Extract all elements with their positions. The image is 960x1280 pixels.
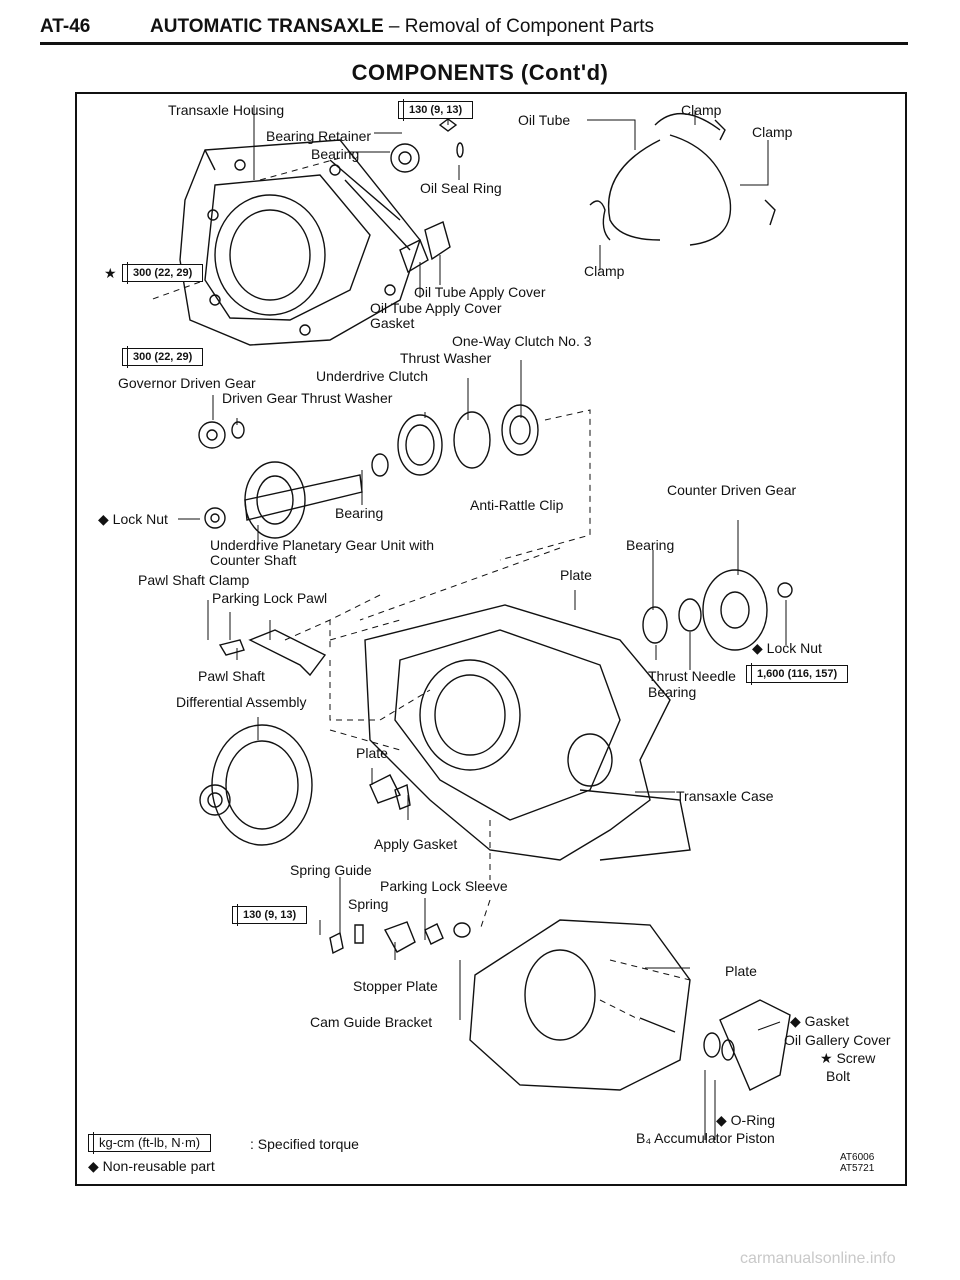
illustration-code: AT5721: [840, 1163, 875, 1174]
label-apply-cover-gasket: Oil Tube Apply Cover: [370, 300, 502, 316]
counter-driven-gear-illustration: [642, 569, 793, 651]
label-parking-lock-pawl: Parking Lock Pawl: [212, 590, 328, 606]
label-spring: Spring: [348, 896, 389, 912]
label-gasket: ◆ Gasket: [790, 1013, 850, 1029]
label-thrust-washer: Thrust Washer: [400, 350, 492, 366]
label-transaxle-case: Transaxle Case: [676, 788, 774, 804]
label-apply-gasket: Apply Gasket: [374, 836, 458, 852]
label-one-way-clutch: One-Way Clutch No. 3: [452, 333, 592, 349]
label-underdrive-clutch: Underdrive Clutch: [316, 368, 429, 384]
torque-box: 300 (22, 29): [122, 262, 204, 284]
subsection-title: – Removal of Component Parts: [388, 16, 654, 37]
label-bearing-retainer: Bearing Retainer: [266, 128, 372, 144]
label-screw-text: Screw: [836, 1050, 876, 1066]
label-thrust-needle-bearing: Bearing: [648, 684, 697, 700]
torque-box: 130 (9, 13): [398, 99, 474, 121]
torque-box: 300 (22, 29): [122, 346, 204, 368]
label-clamp: Clamp: [752, 124, 793, 140]
label-plate: Plate: [725, 963, 757, 979]
label-pawl-shaft: Pawl Shaft: [198, 668, 265, 684]
label-parking-lock-sleeve: Parking Lock Sleeve: [380, 878, 508, 894]
star-mark: ★: [104, 265, 117, 281]
bearing-illustration: [390, 118, 464, 173]
label-screw: ★ Screw: [820, 1050, 876, 1066]
label-clamp: Clamp: [681, 102, 722, 118]
label-underdrive-planetary: Underdrive Planetary Gear Unit with: [210, 537, 435, 553]
label-transaxle-housing: Transaxle Housing: [168, 102, 285, 118]
label-lock-nut: ◆ Lock Nut: [752, 640, 822, 656]
watermark: carmanualsonline.info: [740, 1250, 896, 1267]
section-title: AUTOMATIC TRANSAXLE: [150, 16, 384, 37]
label-driven-gear-thrust-washer: Driven Gear Thrust Washer: [222, 390, 393, 406]
label-differential-assembly: Differential Assembly: [176, 694, 307, 710]
label-pawl-shaft-clamp: Pawl Shaft Clamp: [138, 572, 250, 588]
page-title: COMPONENTS (Cont'd): [351, 60, 609, 85]
plate-illustration: [369, 774, 411, 810]
header-rule: [40, 42, 908, 45]
label-bearing: Bearing: [626, 537, 675, 553]
torque-box: 130 (9, 13): [232, 904, 308, 926]
label-clamp: Clamp: [584, 263, 625, 279]
label-oil-gallery-cover: Oil Gallery Cover: [784, 1032, 891, 1048]
underdrive-clutch-illustration: [371, 404, 539, 477]
diagram-frame: [75, 92, 907, 1186]
label-bearing: Bearing: [311, 146, 360, 162]
label-governor-driven-gear: Governor Driven Gear: [118, 375, 256, 391]
label-lock-nut-text: Lock Nut: [112, 511, 168, 527]
legend-specified-torque: : Specified torque: [250, 1136, 359, 1152]
accumulator-case-illustration: [469, 919, 791, 1091]
torque-box: 1,600 (116, 157): [746, 663, 849, 685]
label-lock-nut: ◆ Lock Nut: [98, 511, 168, 527]
label-o-ring: ◆ O-Ring: [716, 1112, 776, 1128]
label-bearing: Bearing: [335, 505, 384, 521]
label-gasket-text: Gasket: [804, 1013, 850, 1029]
label-oil-tube-apply-cover: Oil Tube Apply Cover: [414, 284, 546, 300]
label-apply-cover-gasket: Gasket: [370, 315, 415, 331]
label-plate: Plate: [560, 567, 592, 583]
parking-lock-pawl-illustration: [218, 629, 327, 677]
label-anti-rattle-clip: Anti-Rattle Clip: [470, 497, 564, 513]
label-thrust-needle-bearing: Thrust Needle: [648, 668, 736, 684]
label-lock-nut-text: Lock Nut: [766, 640, 822, 656]
legend-non-reusable-text: Non-reusable part: [102, 1158, 215, 1174]
legend-non-reusable: ◆ Non-reusable part: [88, 1158, 215, 1174]
label-counter-driven-gear: Counter Driven Gear: [667, 482, 797, 498]
transaxle-housing-illustration: [179, 139, 421, 346]
label-plate: Plate: [356, 745, 388, 761]
planetary-gear-illustration: [204, 461, 363, 539]
spring-guide-illustration: [329, 921, 471, 955]
transaxle-case-illustration: [364, 604, 691, 861]
label-stopper-plate: Stopper Plate: [353, 978, 438, 994]
label-o-ring-text: O-Ring: [730, 1112, 776, 1128]
label-spring-guide: Spring Guide: [290, 862, 372, 878]
differential-assembly-illustration: [199, 724, 313, 846]
legend-unit-box: kg-cm (ft-lb, N·m): [88, 1132, 212, 1154]
label-b4-accumulator-piston: B₄ Accumulator Piston: [636, 1130, 775, 1146]
label-counter-shaft: Counter Shaft: [210, 552, 297, 568]
label-bolt: Bolt: [826, 1068, 851, 1084]
apply-cover-illustration: [399, 221, 451, 274]
driven-gear-illustration: [198, 421, 245, 449]
oil-tube-illustration: [589, 112, 776, 246]
label-oil-seal-ring: Oil Seal Ring: [420, 180, 502, 196]
page-header: AUTOMATIC TRANSAXLE – Removal of Compone…: [150, 16, 654, 38]
label-cam-guide-bracket: Cam Guide Bracket: [310, 1014, 433, 1030]
illustration-code: AT6006: [840, 1152, 875, 1163]
page-number: AT-46: [40, 16, 91, 37]
illustration-codes: AT6006 AT5721: [840, 1152, 874, 1174]
label-oil-tube: Oil Tube: [518, 112, 571, 128]
